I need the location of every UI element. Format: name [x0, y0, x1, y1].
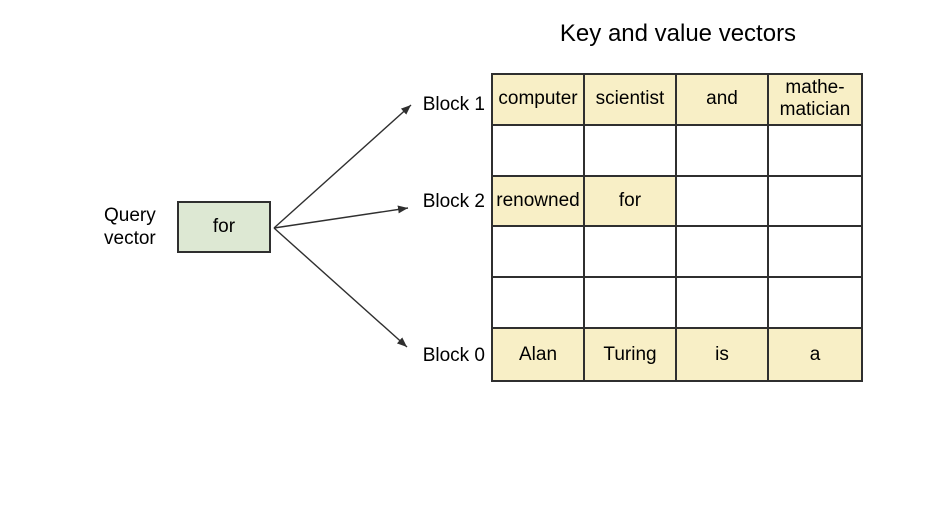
kv-cell: [677, 278, 769, 330]
kv-cell: [677, 227, 769, 279]
query-vector-box: for: [177, 201, 271, 253]
block-2-label: Block 2: [422, 191, 485, 212]
kv-cell: is: [677, 329, 769, 380]
block-1-label: Block 1: [422, 94, 485, 115]
kv-cell: Alan: [493, 329, 585, 380]
kv-cell: Turing: [585, 329, 677, 380]
block-0-label: Block 0: [422, 345, 485, 366]
kv-cell: scientist: [585, 75, 677, 126]
kv-cell: a: [769, 329, 861, 380]
query-vector-label: Query vector: [104, 205, 156, 249]
diagram-title: Key and value vectors: [559, 20, 797, 47]
kv-cell: [769, 126, 861, 177]
kv-cell: [585, 227, 677, 279]
kv-cell: [677, 176, 769, 228]
kv-cell: [769, 227, 861, 279]
kv-cell: [585, 125, 677, 177]
kv-cell: [493, 278, 585, 330]
kv-cell: [585, 278, 677, 330]
kv-cell: [769, 177, 861, 228]
key-value-table: computer scientist and mathe- matician r…: [491, 73, 863, 382]
kv-cell: [493, 227, 585, 279]
kv-cell: mathe- matician: [769, 75, 861, 126]
kv-cell: [677, 125, 769, 177]
kv-cell: computer: [493, 75, 585, 126]
kv-cell: renowned: [493, 176, 585, 228]
query-token: for: [212, 216, 236, 237]
kv-cell: [493, 125, 585, 177]
arrow-to-block0: [273, 227, 408, 348]
kv-cell: and: [677, 75, 769, 126]
kv-cell: for: [585, 176, 677, 228]
kv-cell: [769, 278, 861, 330]
